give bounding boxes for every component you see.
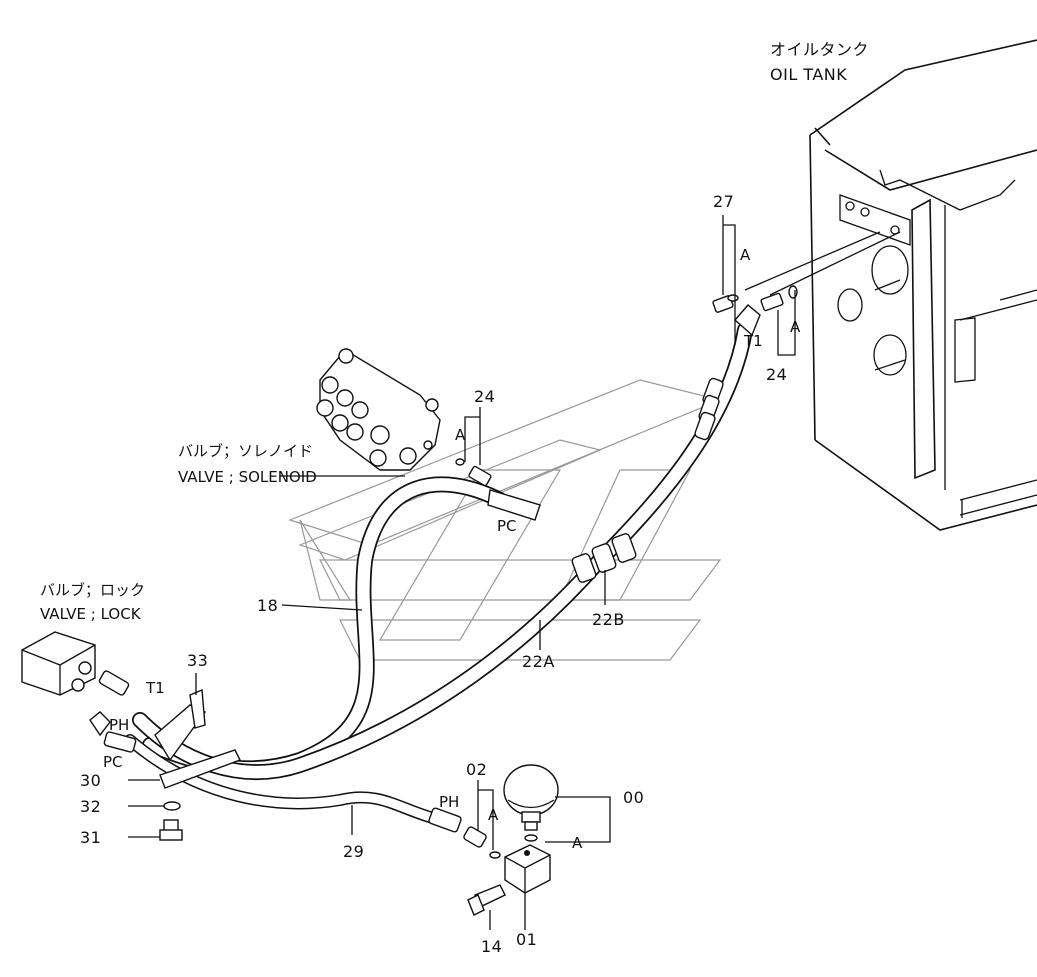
oring-mark-a-24-tank: A — [790, 318, 801, 336]
oring-27 — [727, 294, 739, 302]
part-number-14: 14 — [481, 937, 502, 956]
bolt-14 — [467, 884, 506, 916]
oring-02 — [489, 851, 501, 859]
port-label-pc-lock: PC — [103, 753, 123, 771]
part-number-32: 32 — [80, 797, 101, 816]
oring-mark-a-24-solenoid: A — [455, 426, 466, 444]
part-number-22B: 22B — [592, 610, 625, 629]
oring-accumulator — [524, 834, 538, 842]
block-01 — [504, 844, 551, 894]
solenoid-valve-label-en: VALVE ; SOLENOID — [178, 468, 317, 486]
part-number-00: 00 — [623, 788, 644, 807]
leader-tank-port — [769, 231, 901, 296]
oring-mark-a-00: A — [572, 834, 583, 852]
solenoid-valve-label-jp: バルブ；ソレノイド — [178, 442, 313, 460]
port-label-pc-solenoid: PC — [497, 517, 517, 535]
port-label-t1-lock: T1 — [145, 679, 165, 697]
part-number-24-solenoid: 24 — [474, 387, 495, 406]
part-number-22A: 22A — [522, 652, 555, 671]
oring-mark-a-02: A — [488, 806, 499, 824]
part-number-02: 02 — [466, 760, 487, 779]
lock-valve-label-en: VALVE ; LOCK — [40, 605, 142, 623]
port-label-t1-tank: T1 — [743, 332, 763, 350]
oring-24-solenoid — [455, 458, 465, 466]
accumulator — [503, 764, 559, 831]
lock-valve — [21, 631, 96, 696]
part-number-29: 29 — [343, 842, 364, 861]
hose-clamp — [154, 688, 241, 789]
solenoid-valve — [316, 348, 441, 471]
hose-bundle — [89, 304, 761, 833]
oring-24-tank — [788, 285, 798, 299]
lock-valve-label-jp: バルブ；ロック — [40, 581, 145, 599]
leader-tank-port-2 — [744, 231, 881, 291]
port-label-ph-lock: PH — [109, 716, 129, 734]
fitting-24-solenoid — [468, 465, 492, 487]
port-label-ph-hose: PH — [439, 793, 459, 811]
oring-mark-a-27: A — [740, 246, 751, 264]
fitting-02 — [463, 826, 487, 848]
oil-tank-label-en: OIL TANK — [770, 65, 847, 84]
bolt-31 — [159, 819, 183, 841]
fitting-24-tank — [760, 292, 784, 312]
part-number-18: 18 — [257, 596, 278, 615]
part-number-30: 30 — [80, 771, 101, 790]
part-number-24-tank: 24 — [766, 365, 787, 384]
part-number-31: 31 — [80, 828, 101, 847]
part-number-01: 01 — [516, 930, 537, 949]
part-number-33: 33 — [187, 651, 208, 670]
oil-tank-label-jp: オイルタンク — [770, 40, 869, 59]
washer-32 — [163, 801, 181, 811]
callout-lines — [128, 215, 796, 930]
oil-tank — [809, 39, 1037, 531]
part-number-27: 27 — [713, 192, 734, 211]
